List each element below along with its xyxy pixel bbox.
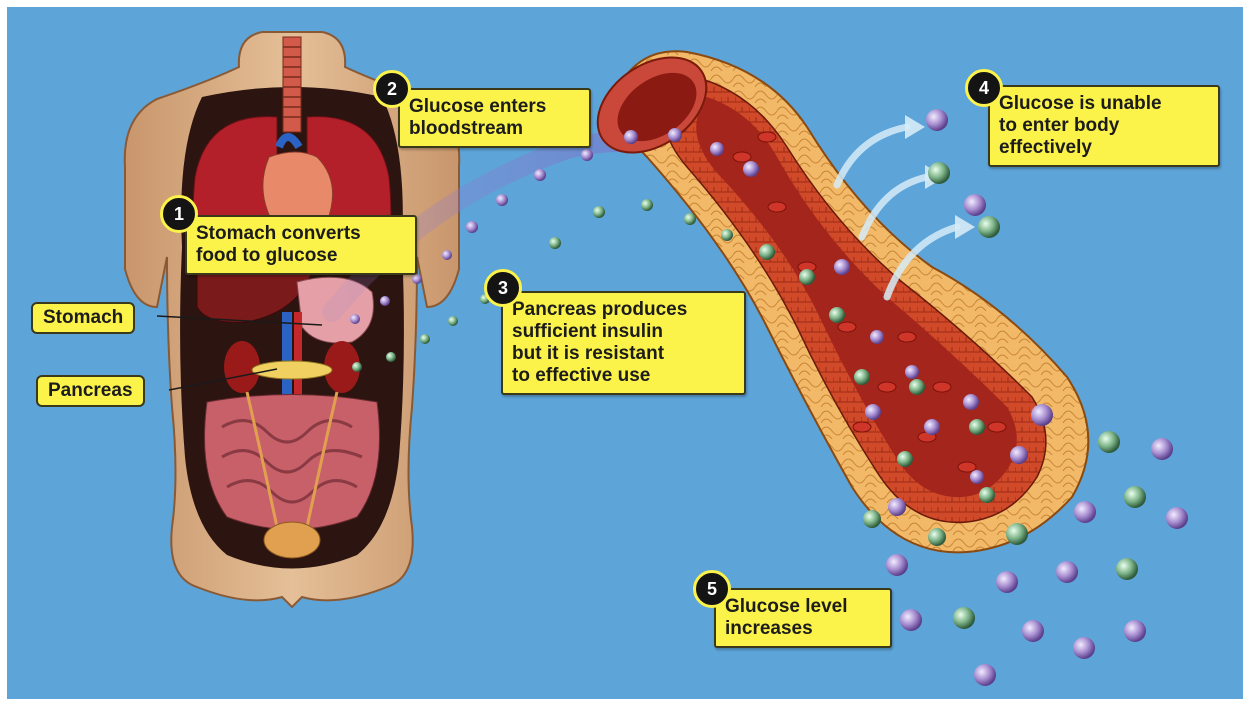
step-5-badge: 5	[693, 570, 731, 608]
diagram-canvas: Stomach converts food to glucose 1 Gluco…	[7, 7, 1243, 699]
step-3-badge: 3	[484, 269, 522, 307]
step-1-callout: Stomach converts food to glucose	[185, 215, 417, 275]
step-4-badge: 4	[965, 69, 1003, 107]
step-4-callout: Glucose is unable to enter body effectiv…	[988, 85, 1220, 167]
step-2-badge: 2	[373, 70, 411, 108]
step-2-callout: Glucose enters bloodstream	[398, 88, 591, 148]
step-5-callout: Glucose level increases	[714, 588, 892, 648]
pancreas-label: Pancreas	[36, 375, 145, 407]
step-3-callout: Pancreas produces sufficient insulin but…	[501, 291, 746, 395]
step-1-badge: 1	[160, 195, 198, 233]
stomach-label: Stomach	[31, 302, 135, 334]
